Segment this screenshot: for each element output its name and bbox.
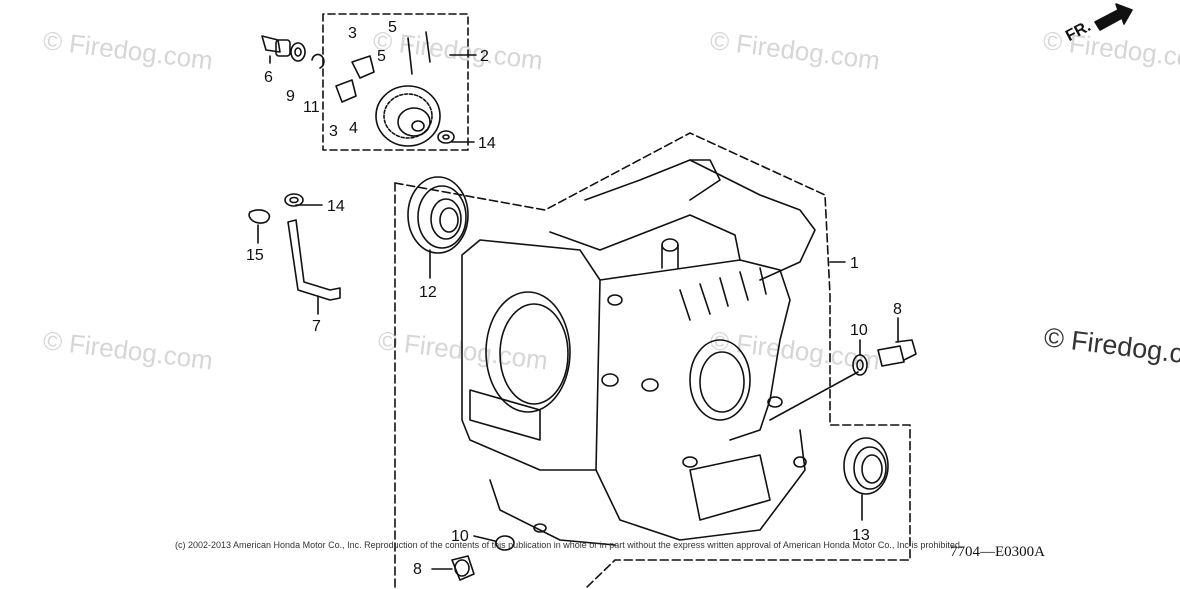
clip-part-11 [311,53,325,69]
callout-2: 2 [480,48,489,65]
callout-6: 6 [264,69,273,86]
crankcase-part-1 [461,159,816,546]
breather-plug-part-6 [261,35,291,64]
governor-shaft-part-7 [287,219,341,301]
pin-part-5b [425,31,431,63]
callout-12: 12 [419,284,437,301]
washer-part-9 [290,42,306,62]
governor-gear-part-4 [375,85,441,147]
drain-washer-part-10 [852,354,868,376]
governor-weight-part-3b [335,79,357,103]
callout-14a: 14 [478,135,496,152]
bearing-part-12 [407,176,469,254]
crankcase-assembly-outline [394,132,911,589]
callout-8a: 8 [893,301,902,318]
leader-line [769,371,859,421]
drain-bolt-part-8 [877,339,917,367]
governor-assembly-outline [322,13,469,151]
callout-4: 4 [349,120,358,137]
governor-weight-part-3 [351,55,375,79]
callout-10b: 10 [451,528,469,545]
callout-3b: 3 [329,123,338,140]
drawing-code: 7704—E0300A [950,544,1045,560]
copyright-notice: (c) 2002-2013 American Honda Motor Co., … [175,540,963,550]
callout-5b: 5 [377,48,386,65]
front-direction-arrow-icon [1094,3,1133,31]
drain-washer-part-10b [495,535,515,551]
retainer-clip-part-15 [248,209,271,224]
drain-bolt-part-8b [451,555,475,581]
oil-seal-part-13 [843,437,889,495]
callout-15: 15 [246,247,264,264]
callout-8b: 8 [413,561,422,578]
washer-part-14a [437,130,455,144]
callout-11: 11 [303,99,320,116]
callout-9: 9 [286,88,295,105]
pin-part-5a [407,37,413,75]
callout-3a: 3 [348,25,357,42]
callout-7: 7 [312,318,321,335]
callout-5a: 5 [388,19,397,36]
callout-10a: 10 [850,322,868,339]
callout-13: 13 [852,527,870,544]
callout-14b: 14 [327,198,345,215]
leader-line [473,535,496,542]
washer-part-14b [284,193,304,207]
callout-1: 1 [850,255,859,272]
